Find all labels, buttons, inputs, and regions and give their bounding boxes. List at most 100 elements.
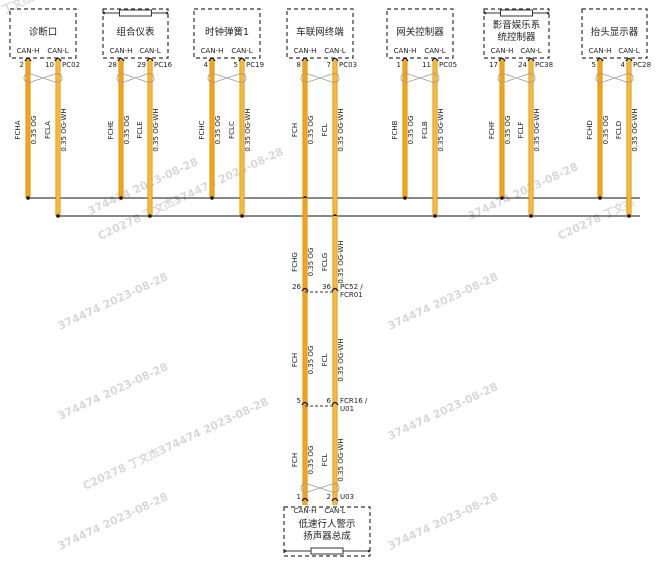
connector-id: PC38 (535, 61, 553, 69)
connector-id: FCR16 / (340, 397, 368, 405)
pin-l-number: 6 (327, 397, 332, 405)
circuit-l-label: FCLB (421, 121, 429, 139)
gauge-h-label: 0.35 OG (214, 116, 222, 145)
can-h-label: CAN-H (294, 47, 317, 55)
can-l-label: CAN-L (618, 47, 639, 55)
connector-pin-icon (431, 57, 439, 62)
module-name: 影音娱乐系 (493, 19, 541, 31)
connector-id: PC19 (246, 61, 264, 69)
connector-id: PC52 / (340, 283, 363, 291)
watermark-text: C20278 丁文杰 (555, 195, 636, 243)
pin-l-number: 2 (327, 493, 331, 501)
module-box-3 (193, 8, 261, 59)
pin-h-number: 2 (20, 61, 24, 69)
gauge-l-label: 0.35 OG-WH (437, 108, 445, 151)
pin-h-number: 8 (297, 61, 301, 69)
connector-pin-icon (527, 57, 535, 62)
pin-h-number: 5 (297, 397, 301, 405)
circuit-l-label: FCLF (517, 122, 525, 139)
connector-pin-icon (146, 57, 154, 62)
gauge-h-label: 0.35 OG (30, 116, 38, 145)
gauge-h-label: 0.35 OG (123, 116, 131, 145)
pin-l-number: 29 (137, 61, 146, 69)
target-module-name: 扬声器总成 (303, 530, 351, 542)
connector-id: U01 (340, 405, 354, 413)
circuit-h-label: FCHB (391, 120, 399, 139)
splice-dot (119, 196, 123, 200)
pin-h-number: 1 (397, 61, 401, 69)
connector-pin-icon (54, 57, 62, 62)
connector-id: PC05 (439, 61, 457, 69)
can-l-label: CAN-L (47, 47, 68, 55)
gauge-h-label: 0.35 OG (407, 116, 415, 145)
circuit-h-label: FCH (291, 453, 299, 467)
watermark-text: 374474 2023-08-28 (466, 160, 580, 223)
connector-pin-icon (596, 57, 604, 62)
connector-pin-icon (625, 57, 633, 62)
pin-l-number: 11 (422, 61, 431, 69)
connector-pin-icon (238, 57, 246, 62)
circuit-l-label: FCLA (44, 121, 52, 139)
connector-pin-icon (301, 57, 309, 62)
gauge-h-label: 0.35 OG (602, 116, 610, 145)
resistor-icon (119, 9, 152, 17)
node-dot (165, 11, 169, 15)
module-box-2 (102, 8, 169, 59)
can-h-label: CAN-H (491, 47, 514, 55)
module-box-4 (286, 8, 354, 59)
gauge-l-label: 0.35 OG-WH (337, 438, 345, 481)
connector-pin-icon (208, 57, 216, 62)
module-box-7 (581, 8, 648, 59)
node-dot (367, 549, 371, 553)
splice-dot (627, 214, 631, 218)
can-l-label: CAN-L (520, 47, 541, 55)
circuit-l-label: FCLG (321, 253, 329, 271)
connector-id: PC02 (62, 61, 80, 69)
connector-pin-icon (331, 57, 339, 62)
resistor-icon (310, 547, 344, 555)
pin-h-number: 1 (297, 493, 301, 501)
twisted-pair-icon (300, 483, 340, 493)
can-h-label: CAN-H (17, 47, 40, 55)
twisted-pair-icon (300, 73, 340, 83)
circuit-l-label: FCL (321, 354, 329, 367)
connector-id: PC03 (339, 61, 357, 69)
gauge-l-label: 0.35 OG-WH (337, 338, 345, 381)
circuit-h-label: FCHA (14, 120, 22, 139)
circuit-l-label: FCLE (136, 121, 144, 138)
twisted-pair-icon (207, 73, 247, 83)
connector-pin-icon (117, 57, 125, 62)
module-box-1 (9, 8, 77, 59)
node-dot (483, 11, 487, 15)
module-name: 时钟弹簧1 (205, 26, 249, 38)
connector-pin-icon (301, 401, 309, 406)
twisted-pair-icon (400, 73, 440, 83)
watermark-text: C20278 丁文杰374474 2023-08-28 (80, 394, 270, 493)
circuit-h-label: FCH (291, 353, 299, 367)
module-name: 统控制器 (497, 31, 536, 43)
can-h-label: CAN-H (201, 47, 224, 55)
circuit-h-label: FCH (291, 123, 299, 137)
circuit-l-label: FCL (321, 454, 329, 467)
circuit-l-label: FCLD (615, 121, 623, 139)
connector-pin-icon (331, 401, 339, 406)
watermark-text: 丁文杰374 (0, 0, 56, 17)
target-module-box (283, 506, 371, 557)
can-h-label: CAN-H (589, 47, 612, 55)
watermark-text: 374474 2023-08-28 (386, 490, 500, 553)
gauge-h-label: 0.35 OG (307, 248, 315, 277)
gauge-l-label: 0.35 OG-WH (337, 240, 345, 283)
can-h-label: CAN-H (394, 47, 417, 55)
splice-dot (598, 196, 602, 200)
module-box-5 (386, 8, 454, 59)
can-h-label: CAN-H (294, 507, 317, 515)
gauge-h-label: 0.35 OG (504, 116, 512, 145)
module-name: 车联网终端 (296, 26, 344, 38)
can-l-label: CAN-L (324, 47, 345, 55)
twisted-pair-icon (595, 73, 634, 83)
can-l-label: CAN-L (139, 47, 160, 55)
connector-pin-icon (301, 497, 309, 502)
twisted-pair-icon (497, 73, 536, 83)
splice-dot (56, 214, 60, 218)
